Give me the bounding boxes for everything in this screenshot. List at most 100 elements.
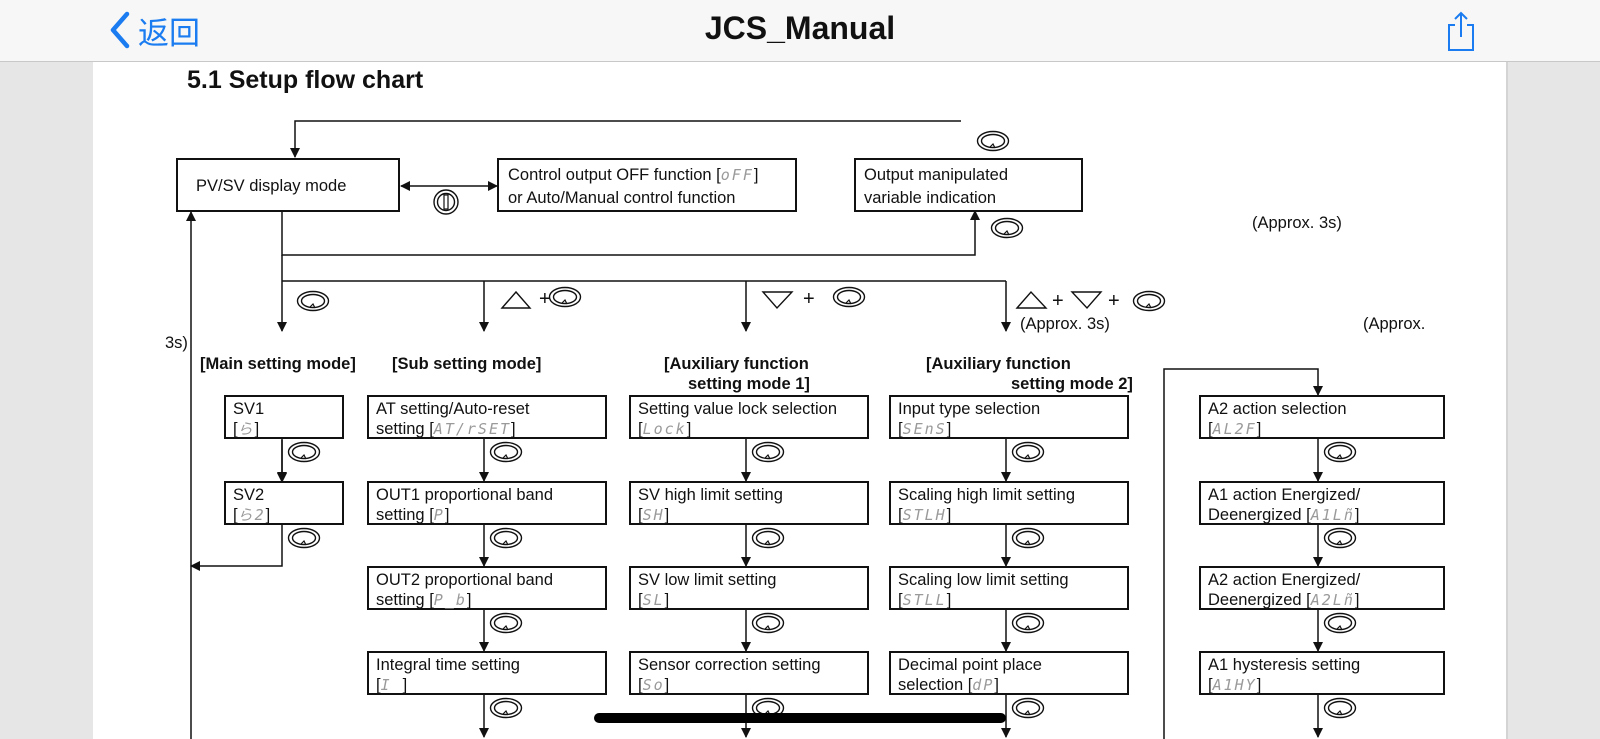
box-text: ] (402, 676, 408, 694)
box-text: ] (265, 506, 271, 524)
box-code-line: [SL] (638, 590, 860, 610)
box-code-line: [SH] (638, 505, 860, 525)
box-text: Decimal point place (898, 656, 1042, 674)
box-text: [ (638, 420, 643, 438)
connector-pv-output-mv (281, 210, 980, 256)
display-code: P (433, 506, 445, 524)
box-text: or Auto/Manual control function (508, 189, 736, 207)
connector-return-top (290, 120, 961, 158)
box-code-line: Deenergized [A2Lñ] (1208, 590, 1436, 610)
box-text: SV low limit setting (638, 571, 777, 589)
box-text: Deenergized [ (1208, 506, 1311, 524)
box-text: Deenergized [ (1208, 591, 1311, 609)
plus-sign: + (1052, 290, 1064, 312)
display-code: ら2 (237, 506, 266, 524)
box-code-line: [A1HY] (1208, 675, 1436, 695)
box-text: ] (466, 591, 472, 609)
display-code: So (642, 676, 665, 694)
box-text: Scaling low limit setting (898, 571, 1069, 589)
box-code-line: [I ] (376, 675, 598, 695)
box-code-line: setting [P] (376, 505, 598, 525)
box-code-line: [Lock] (638, 419, 860, 439)
mode-key-icon (1011, 697, 1045, 719)
box-text: ] (946, 591, 952, 609)
aux-mode2-heading: [Auxiliary function setting mode 2] (926, 354, 1133, 394)
approx-3s-note: (Approx. 3s) (1252, 214, 1342, 232)
plus-sign: + (803, 288, 815, 310)
box-code-line: setting [P_b] (376, 590, 598, 610)
alarm-setting-box: A2 action Energized/Deenergized [A2Lñ] (1199, 566, 1445, 610)
box-code-line: [So] (638, 675, 860, 695)
box-code-line: [ら2] (233, 505, 335, 525)
display-code: I (380, 676, 403, 694)
mode-key-icon (1323, 441, 1357, 463)
box-text: ] (946, 420, 952, 438)
scroll-indicator[interactable] (594, 713, 1006, 723)
document-page[interactable]: 5.1 Setup flow chart (93, 62, 1508, 739)
box-text: SV1 (233, 400, 265, 418)
box-code-line: [ら] (233, 419, 335, 439)
plus-sign: + (1108, 290, 1120, 312)
sub-setting-mode-heading: [Sub setting mode] (392, 355, 542, 373)
main-setting-box: SV1[ら] (224, 395, 344, 439)
mode-key-icon (1323, 612, 1357, 634)
display-code: SL (642, 591, 665, 609)
box-code-line: selection [dP] (898, 675, 1120, 695)
box-text: Control output OFF function [ (508, 166, 721, 184)
power-key-icon (433, 189, 459, 215)
box-code-line: [STLL] (898, 590, 1120, 610)
aux2-setting-box: Input type selection[SEnS] (889, 395, 1129, 439)
display-code: A2Lñ (1310, 591, 1355, 609)
box-text: ] (686, 420, 692, 438)
box-text: ] (994, 676, 999, 694)
box-text: [ (376, 676, 381, 694)
control-output-off-box: Control output OFF function [oFF] or Aut… (497, 158, 797, 212)
box-text: ] (664, 591, 670, 609)
approx-3s-left-note: 3s) (165, 334, 188, 352)
mode-key-icon (1323, 697, 1357, 719)
connector-main-return (190, 525, 283, 571)
main-setting-box: SV2[ら2] (224, 481, 344, 525)
display-code: oFF (720, 166, 754, 184)
box-text: Integral time setting (376, 656, 520, 674)
display-code: P_b (433, 591, 467, 609)
mode-key-icon (489, 527, 523, 549)
heading-line: setting mode 2] (1011, 375, 1133, 393)
mode-key-icon (976, 130, 1010, 152)
box-text: ] (753, 166, 759, 184)
box-text: [ (638, 676, 643, 694)
mode-key-icon (296, 290, 330, 312)
box-text: [ (638, 506, 643, 524)
mode-key-icon (287, 441, 321, 463)
box-text: ] (511, 420, 516, 438)
section-title: 5.1 Setup flow chart (187, 66, 424, 94)
display-code: SH (642, 506, 665, 524)
aux1-setting-box: SV low limit setting[SL] (629, 566, 869, 610)
back-button[interactable]: 返回 (108, 8, 200, 52)
display-code: Lock (642, 420, 687, 438)
mode-key-icon (1323, 527, 1357, 549)
box-text: Output manipulated (864, 166, 1009, 184)
mode-key-icon (489, 697, 523, 719)
box-code-line: Deenergized [A1Lñ] (1208, 505, 1436, 525)
flow-connectors (186, 120, 1357, 739)
pv-sv-display-mode-box: PV/SV display mode (176, 158, 400, 212)
box-text: [ (898, 420, 903, 438)
box-text: A1 hysteresis setting (1208, 656, 1361, 674)
approx-3s-note: (Approx. 3s) (1020, 315, 1110, 333)
main-setting-mode-heading: [Main setting mode] (200, 355, 356, 373)
display-code: A1Lñ (1310, 506, 1355, 524)
box-text: ] (664, 676, 670, 694)
box-text: A2 action selection (1208, 400, 1347, 418)
document-title: JCS_Manual (704, 10, 896, 46)
down-triangle-key-icon (761, 291, 794, 310)
alarm-setting-box: A1 hysteresis setting[A1HY] (1199, 651, 1445, 695)
box-text: setting [ (376, 420, 434, 438)
box-text: ] (254, 420, 260, 438)
share-button[interactable] (1446, 10, 1476, 52)
box-text: OUT2 proportional band (376, 571, 554, 589)
navigation-bar: 返回 JCS_Manual (0, 0, 1600, 62)
